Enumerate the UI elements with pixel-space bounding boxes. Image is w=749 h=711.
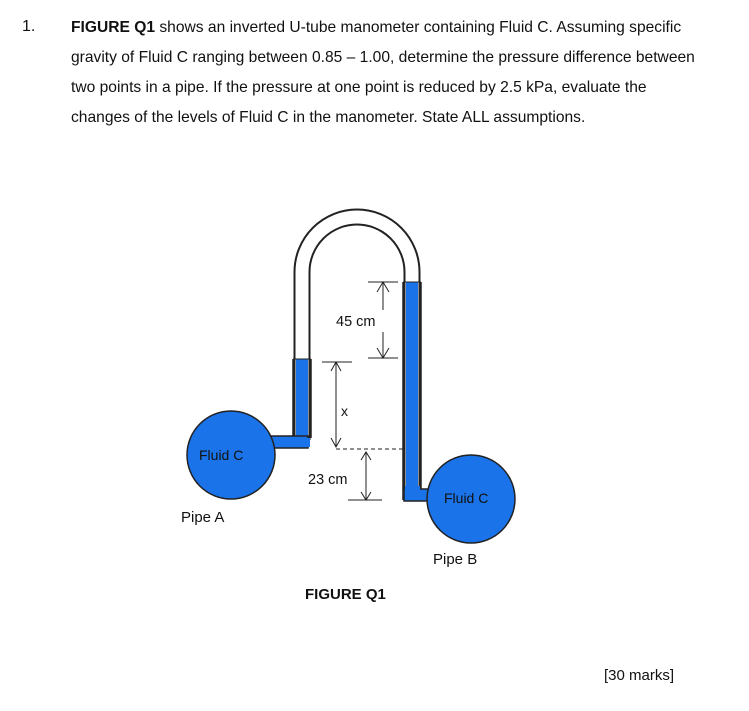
dimension-x xyxy=(322,360,352,449)
u-tube-outline xyxy=(293,208,421,500)
question-text: FIGURE Q1 shows an inverted U-tube manom… xyxy=(71,13,701,133)
label-23cm: 23 cm xyxy=(308,472,348,488)
label-fluid-c-right: Fluid C xyxy=(444,490,488,506)
left-leg-fluid xyxy=(296,359,308,445)
figure-caption: FIGURE Q1 xyxy=(305,586,386,603)
pipe-a-circle xyxy=(186,410,276,500)
u-tube-bore xyxy=(295,210,419,501)
figure-reference: FIGURE Q1 xyxy=(71,19,156,36)
right-leg-fluid xyxy=(406,282,418,497)
label-45cm: 45 cm xyxy=(336,314,376,330)
question-number: 1. xyxy=(22,18,36,35)
question-body: shows an inverted U-tube manometer conta… xyxy=(71,19,695,126)
dimension-23cm xyxy=(348,451,382,501)
label-pipe-a: Pipe A xyxy=(181,509,224,526)
label-fluid-c-left: Fluid C xyxy=(199,447,243,463)
label-pipe-b: Pipe B xyxy=(433,551,477,568)
pipe-b-circle xyxy=(426,454,516,544)
label-x: x xyxy=(341,403,348,419)
marks-label: [30 marks] xyxy=(604,667,675,684)
